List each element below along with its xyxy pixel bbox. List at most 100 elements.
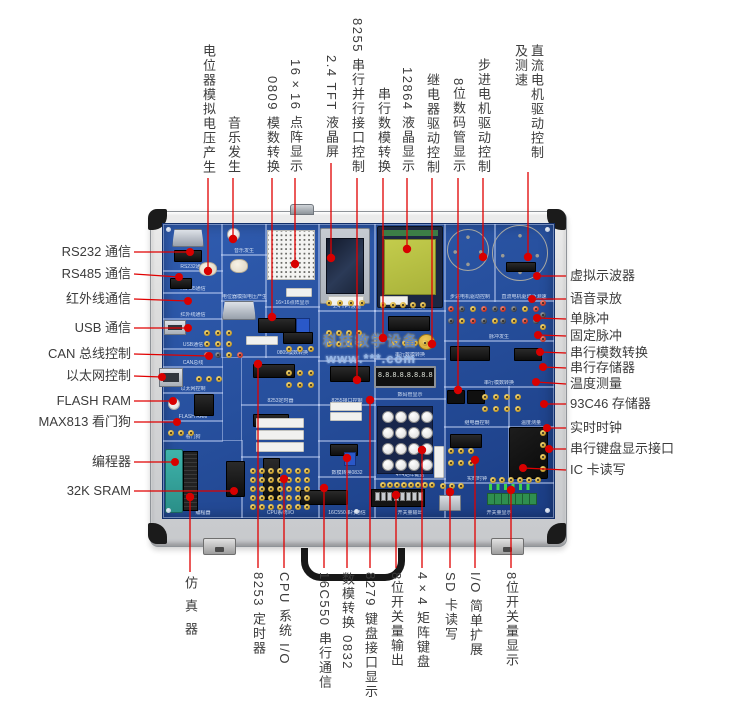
serial-adc-ic	[450, 346, 490, 361]
callout-label-left-4: CAN 总线控制	[47, 346, 131, 361]
keypad-button	[382, 443, 394, 455]
motor-driver-ic	[506, 262, 536, 272]
banana-jack	[458, 460, 464, 466]
flash-ram-ic	[194, 394, 214, 416]
pcb-section-silkscreen: 2.4 TFT液晶	[333, 304, 361, 310]
callout-label-top-11: 直流电机驱动控制及测速	[513, 44, 544, 160]
banana-jack	[522, 306, 528, 312]
banana-jack	[188, 430, 194, 436]
pcb-section-silkscreen: 开关量显示	[486, 510, 512, 516]
banana-jack	[535, 477, 541, 483]
keypad-button	[395, 443, 407, 455]
pcb-section-silkscreen: 看门狗	[185, 434, 201, 440]
banana-jack	[304, 486, 310, 492]
led-dot-matrix	[267, 230, 315, 280]
callout-label-top-0: 电位器模拟电压产生	[201, 43, 216, 175]
callout-label-right-7: 93C46 存储器	[570, 396, 651, 411]
banana-jack	[178, 430, 184, 436]
banana-jack	[420, 302, 426, 308]
banana-jack	[295, 504, 301, 510]
seven-segment-display: 8.8.8.8.8.8.8.8	[374, 366, 436, 388]
banana-jack	[326, 341, 332, 347]
callout-label-left-8: 编程器	[91, 454, 131, 469]
keypad-button	[382, 427, 394, 439]
banana-jack	[515, 406, 521, 412]
banana-jack	[304, 495, 310, 501]
banana-jack	[277, 504, 283, 510]
pcb-section: 脉冲发生	[444, 300, 554, 342]
callout-label-right-0: 虚拟示波器	[570, 268, 636, 283]
callout-label-bottom-10: 8位开关量显示	[504, 572, 519, 668]
callout-label-bottom-3: 16C550 串行通信	[317, 572, 332, 690]
callout-label-right-6: 温度测量	[570, 376, 623, 391]
callout-label-top-1: 音乐发生	[226, 116, 241, 174]
pcb-screw	[354, 509, 359, 514]
pcb-screw	[545, 227, 550, 232]
pcb-section-silkscreen: 实时时钟	[466, 476, 487, 482]
pin-header	[330, 412, 362, 421]
banana-jack	[226, 341, 232, 347]
banana-jack	[415, 482, 421, 488]
banana-jack	[226, 352, 232, 358]
stepper-motor-disc	[447, 229, 489, 271]
callout-label-left-0: RS232 通信	[61, 244, 131, 259]
banana-jack	[295, 477, 301, 483]
banana-jack	[511, 318, 517, 324]
banana-jack	[295, 495, 301, 501]
pcb-section-silkscreen: 继电器控制	[464, 420, 490, 426]
case-corner	[148, 523, 167, 544]
keypad-button	[382, 411, 394, 423]
keypad-button	[421, 427, 433, 439]
callout-label-right-3: 固定脉冲	[570, 328, 623, 343]
potentiometer-knob	[230, 259, 248, 273]
banana-jack	[448, 460, 454, 466]
banana-jack	[304, 504, 310, 510]
pcb-section-silkscreen: 数码管显示	[397, 392, 423, 398]
keypad-button	[395, 459, 407, 471]
keypad-button	[395, 427, 407, 439]
matrix-keypad	[377, 406, 433, 474]
pcb-section: 音乐发生	[221, 224, 267, 256]
keypad-button	[421, 411, 433, 423]
keypad-button	[408, 411, 420, 423]
banana-jack	[482, 394, 488, 400]
banana-jack	[250, 495, 256, 501]
callout-label-top-2: 0809 模数转换	[265, 75, 280, 174]
banana-jack	[482, 406, 488, 412]
banana-jack	[308, 382, 314, 388]
banana-jack	[286, 382, 292, 388]
pin-header	[256, 430, 304, 440]
callout-label-bottom-7: 4×4 矩阵键盘	[415, 572, 430, 670]
banana-jack	[394, 482, 400, 488]
callout-label-top-5: 8255 串行并行接口控制	[350, 17, 365, 174]
pcb-section: RS232通信	[163, 224, 223, 272]
banana-jack	[259, 495, 265, 501]
banana-jack	[286, 370, 292, 376]
lcd-header-strip	[382, 230, 438, 236]
banana-jack	[268, 477, 274, 483]
banana-jack	[448, 318, 454, 324]
banana-jack	[308, 346, 314, 352]
banana-jack	[206, 376, 212, 382]
pcb-section-silkscreen: 串行模数转换	[483, 380, 514, 386]
banana-jack	[508, 477, 514, 483]
pcb-section-silkscreen: 步进电机驱动控制	[449, 294, 490, 300]
callout-label-bottom-5: 8279 键盘接口显示	[363, 572, 378, 700]
tft-lcd-module	[320, 228, 370, 304]
banana-jack	[250, 477, 256, 483]
pcb-section: USB通信	[163, 318, 223, 350]
banana-jack	[390, 302, 396, 308]
banana-jack	[268, 495, 274, 501]
banana-jack	[401, 482, 407, 488]
banana-jack	[459, 318, 465, 324]
pcb-section-silkscreen: 8253定时器	[267, 398, 294, 404]
case-hinge	[290, 204, 314, 215]
banana-jack	[237, 352, 243, 358]
keypad-button	[395, 411, 407, 423]
banana-jack	[540, 454, 546, 460]
banana-jack	[400, 302, 406, 308]
banana-jack	[410, 302, 416, 308]
pcb-section-silkscreen: 直流电机驱动及测速	[501, 294, 547, 300]
lcd-screen	[384, 239, 436, 295]
